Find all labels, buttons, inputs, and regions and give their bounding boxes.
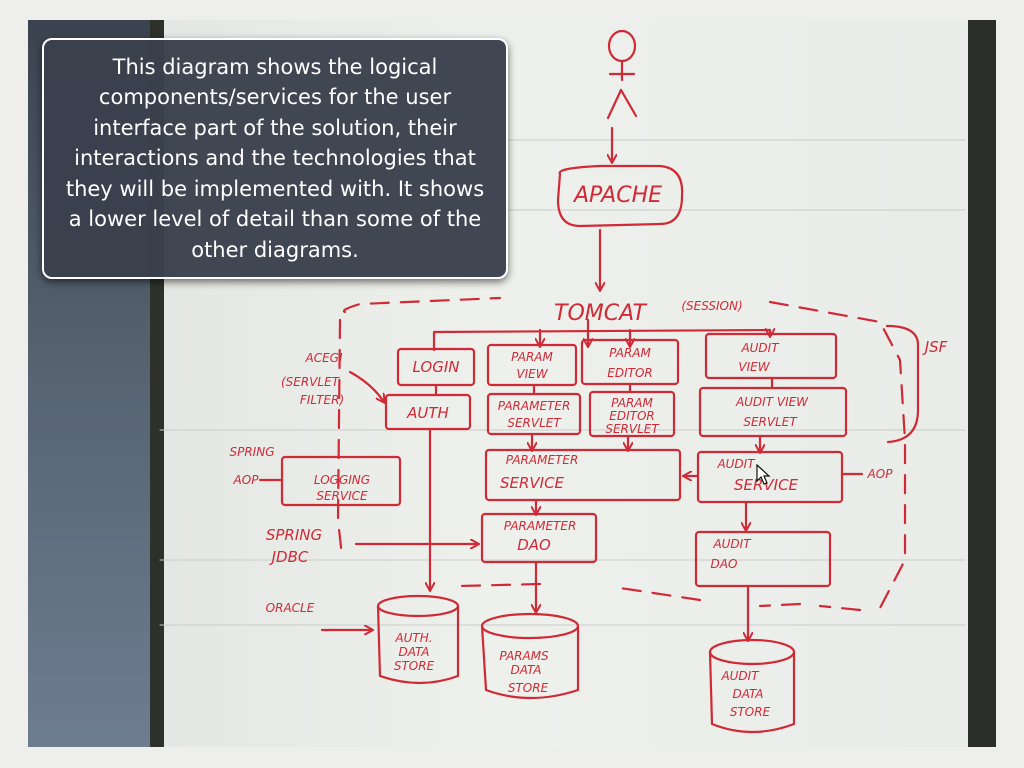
session-label: (SESSION): [681, 299, 742, 313]
audit-view-servlet-label-2: SERVLET: [743, 415, 798, 429]
caption-callout: This diagram shows the logical component…: [42, 38, 508, 279]
tomcat-label: TOMCAT: [554, 301, 648, 326]
parameter-service-label-1: PARAMETER: [506, 453, 579, 467]
audit-view-label-2: VIEW: [738, 360, 770, 374]
aop-right-label: AOP: [867, 467, 894, 481]
audit-data-store-cylinder: [708, 638, 796, 734]
audit-store-label-3: STORE: [730, 705, 771, 719]
oracle-label: ORACLE: [266, 601, 315, 615]
param-view-label-1: PARAM: [511, 350, 553, 364]
caption-text: This diagram shows the logical component…: [65, 55, 485, 262]
jsf-label: JSF: [922, 338, 948, 356]
audit-dao-label-2: DAO: [711, 557, 738, 571]
auth-label: AUTH: [406, 404, 449, 422]
audit-service-label-1: AUDIT: [716, 457, 756, 471]
acegi-label-3: FILTER): [300, 393, 344, 407]
apache-box: [556, 164, 684, 228]
spring-jdbc-label-1: SPRING: [266, 526, 322, 544]
whiteboard-frame-right: [968, 20, 996, 747]
params-store-label-2: DATA: [510, 663, 541, 677]
audit-store-label-1: AUDIT: [720, 669, 760, 683]
logging-service-label-2: SERVICE: [316, 489, 368, 503]
slide: [28, 20, 996, 747]
param-editor-servlet-box: [588, 390, 676, 438]
spring-jdbc-label-2: JDBC: [269, 548, 309, 566]
audit-dao-label-1: AUDIT: [712, 537, 752, 551]
parameter-dao-label-1: PARAMETER: [504, 519, 577, 533]
param-view-label-2: VIEW: [516, 367, 548, 381]
parameter-servlet-label-2: SERVLET: [507, 416, 562, 430]
tomcat-fanout-line: [432, 328, 772, 352]
param-editor-servlet-label-2: EDITOR: [609, 409, 654, 423]
audit-store-label-2: DATA: [732, 687, 763, 701]
audit-dao-box: [694, 530, 832, 588]
acegi-label-2: (SERVLET: [281, 375, 341, 389]
login-label: LOGIN: [413, 358, 460, 376]
spring-aop-label-2: AOP: [233, 473, 260, 487]
param-editor-label-2: EDITOR: [607, 366, 652, 380]
parameter-dao-label-2: DAO: [517, 536, 551, 554]
auth-store-label-3: STORE: [394, 659, 435, 673]
acegi-label-1: ACEGI: [304, 351, 342, 365]
audit-service-label-2: SERVICE: [734, 476, 799, 494]
auth-data-store-cylinder: [376, 594, 460, 685]
acegi-arrow: [348, 370, 384, 402]
param-editor-label-1: PARAM: [609, 346, 651, 360]
tomcat-container: [336, 296, 907, 612]
apache-label: APACHE: [572, 183, 662, 208]
mouse-pointer-icon: [756, 464, 771, 485]
parameter-service-box: [484, 448, 682, 502]
jsf-brace: [885, 324, 920, 444]
params-store-label-1: PARAMS: [499, 649, 549, 663]
param-editor-servlet-label-3: SERVLET: [605, 422, 660, 436]
params-store-label-3: STORE: [508, 681, 549, 695]
spring-aop-label-1: SPRING: [229, 445, 274, 459]
stick-figure-user-icon: [606, 29, 638, 120]
auth-box: [384, 393, 472, 431]
param-view-box: [486, 343, 578, 387]
audit-view-servlet-label-1: AUDIT VIEW: [735, 395, 809, 409]
logging-service-label-1: LOGGING: [314, 473, 370, 487]
params-data-store-cylinder: [480, 612, 580, 700]
auth-store-label-1: AUTH.: [394, 631, 432, 645]
parameter-servlet-label-1: PARAMETER: [498, 399, 571, 413]
param-editor-servlet-label-1: PARAM: [611, 396, 653, 410]
auth-store-label-2: DATA: [398, 645, 429, 659]
audit-view-label-1: AUDIT: [740, 341, 780, 355]
parameter-service-label-2: SERVICE: [500, 474, 565, 492]
